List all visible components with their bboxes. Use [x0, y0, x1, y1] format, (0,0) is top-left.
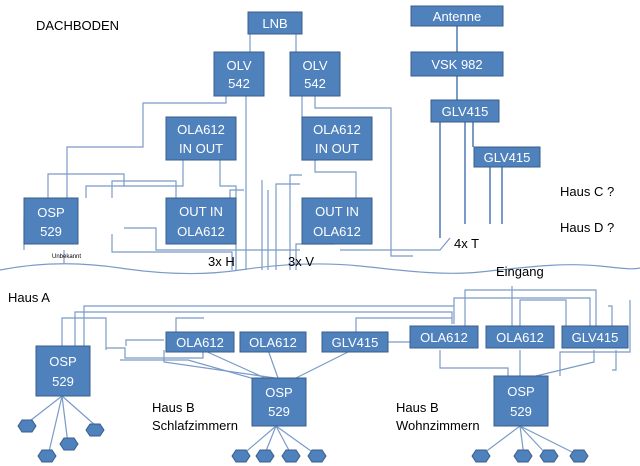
out-in-left-label-1: OUT IN — [179, 204, 223, 219]
out-in-right-box: OUT IN OLA612 — [301, 197, 373, 245]
ola-in-out-left-label-2: IN OUT — [179, 141, 223, 156]
glv-top-label: GLV415 — [442, 104, 489, 119]
outlet-hexagon — [471, 449, 491, 463]
outlet-hexagon — [59, 437, 79, 451]
osp-schlaf-box: OSP 529 — [251, 377, 307, 427]
outlet-hexagon — [569, 449, 589, 463]
osp-dach-label-2: 529 — [40, 224, 62, 239]
lnb-label: LNB — [262, 16, 287, 31]
osp-schlaf-label-1: OSP — [265, 385, 292, 400]
osp-wohn-label-2: 529 — [510, 404, 532, 419]
ola-in-out-right-label-2: IN OUT — [315, 141, 359, 156]
haus-b-schlaf-label-2: Schlafzimmern — [152, 418, 238, 433]
haus-a-ola612-box-1: OLA612 — [165, 331, 235, 353]
outlet-hexagon — [539, 449, 559, 463]
haus-a-glv415-label: GLV415 — [332, 335, 379, 350]
out-in-right-label-2: OLA612 — [313, 224, 361, 239]
outlets — [17, 419, 589, 463]
olv-left-box: OLV 542 — [213, 51, 265, 97]
four-t-label: 4x T — [454, 236, 479, 251]
eingang-label: Eingang — [496, 264, 544, 279]
outlet-hexagon — [37, 449, 57, 463]
ola-in-out-left-box: OLA612 IN OUT — [165, 116, 237, 161]
outlet-hexagon — [255, 449, 275, 463]
osp-schlaf-label-2: 529 — [268, 404, 290, 419]
osp-haus-a-box: OSP 529 — [35, 345, 91, 397]
osp-haus-a-label-2: 529 — [52, 374, 74, 389]
osp-wohn-box: OSP 529 — [493, 375, 549, 427]
haus-c-label: Haus C ? — [560, 184, 614, 199]
haus-b-wohn-label-1: Haus B — [396, 400, 439, 415]
wavy-separator — [0, 263, 640, 275]
glv-top-box: GLV415 — [430, 99, 500, 123]
haus-a-ola612-label-1: OLA612 — [176, 335, 224, 350]
haus-b-wohn-label-2: Wohnzimmern — [396, 418, 480, 433]
outlet-hexagon — [513, 449, 533, 463]
outlet-hexagon — [307, 449, 327, 463]
haus-a-ola612-box-2: OLA612 — [239, 331, 307, 353]
eingang-glv415-box: GLV415 — [561, 325, 629, 349]
osp-wohn-label-1: OSP — [507, 384, 534, 399]
eingang-ola612-box-1: OLA612 — [409, 325, 479, 349]
eingang-ola612-label-2: OLA612 — [496, 330, 544, 345]
ola-in-out-right-box: OLA612 IN OUT — [301, 116, 373, 161]
glv-second-label: GLV415 — [484, 150, 531, 165]
ola-in-out-right-label-1: OLA612 — [313, 122, 361, 137]
olv-left-label-2: 542 — [228, 76, 250, 91]
haus-b-schlaf-label-1: Haus B — [152, 400, 195, 415]
outlet-hexagon — [85, 423, 105, 437]
glv-second-box: GLV415 — [473, 146, 541, 168]
out-in-left-label-2: OLA612 — [177, 224, 225, 239]
antenne-box: Antenne — [410, 5, 504, 27]
eingang-ola612-label-1: OLA612 — [420, 330, 468, 345]
outlet-hexagon — [281, 449, 301, 463]
outlet-hexagon — [17, 419, 37, 433]
olv-left-label-1: OLV — [226, 58, 251, 73]
ola-in-out-left-label-1: OLA612 — [177, 122, 225, 137]
three-h-label: 3x H — [208, 254, 235, 269]
olv-right-box: OLV 542 — [289, 51, 341, 97]
connection-lines — [23, 26, 631, 457]
three-v-label: 3x V — [288, 254, 314, 269]
haus-d-label: Haus D ? — [560, 220, 614, 235]
dachboden-label: DACHBODEN — [36, 18, 119, 33]
haus-a-label: Haus A — [8, 290, 50, 305]
osp-dach-box: OSP 529 — [23, 197, 79, 245]
outlet-hexagon — [231, 449, 251, 463]
eingang-glv415-label: GLV415 — [572, 330, 619, 345]
olv-right-label-1: OLV — [302, 58, 327, 73]
out-in-left-box: OUT IN OLA612 — [165, 197, 237, 245]
vsk-box: VSK 982 — [410, 51, 504, 77]
antenne-label: Antenne — [433, 9, 481, 24]
out-in-right-label-1: OUT IN — [315, 204, 359, 219]
haus-a-ola612-label-2: OLA612 — [249, 335, 297, 350]
eingang-ola612-box-2: OLA612 — [485, 325, 555, 349]
unbekannt-label: Unbekannt — [52, 254, 81, 260]
osp-dach-label-1: OSP — [37, 205, 64, 220]
vsk-label: VSK 982 — [431, 57, 482, 72]
olv-right-label-2: 542 — [304, 76, 326, 91]
lnb-box: LNB — [247, 11, 303, 35]
osp-haus-a-label-1: OSP — [49, 354, 76, 369]
haus-a-glv415-box: GLV415 — [321, 331, 389, 353]
